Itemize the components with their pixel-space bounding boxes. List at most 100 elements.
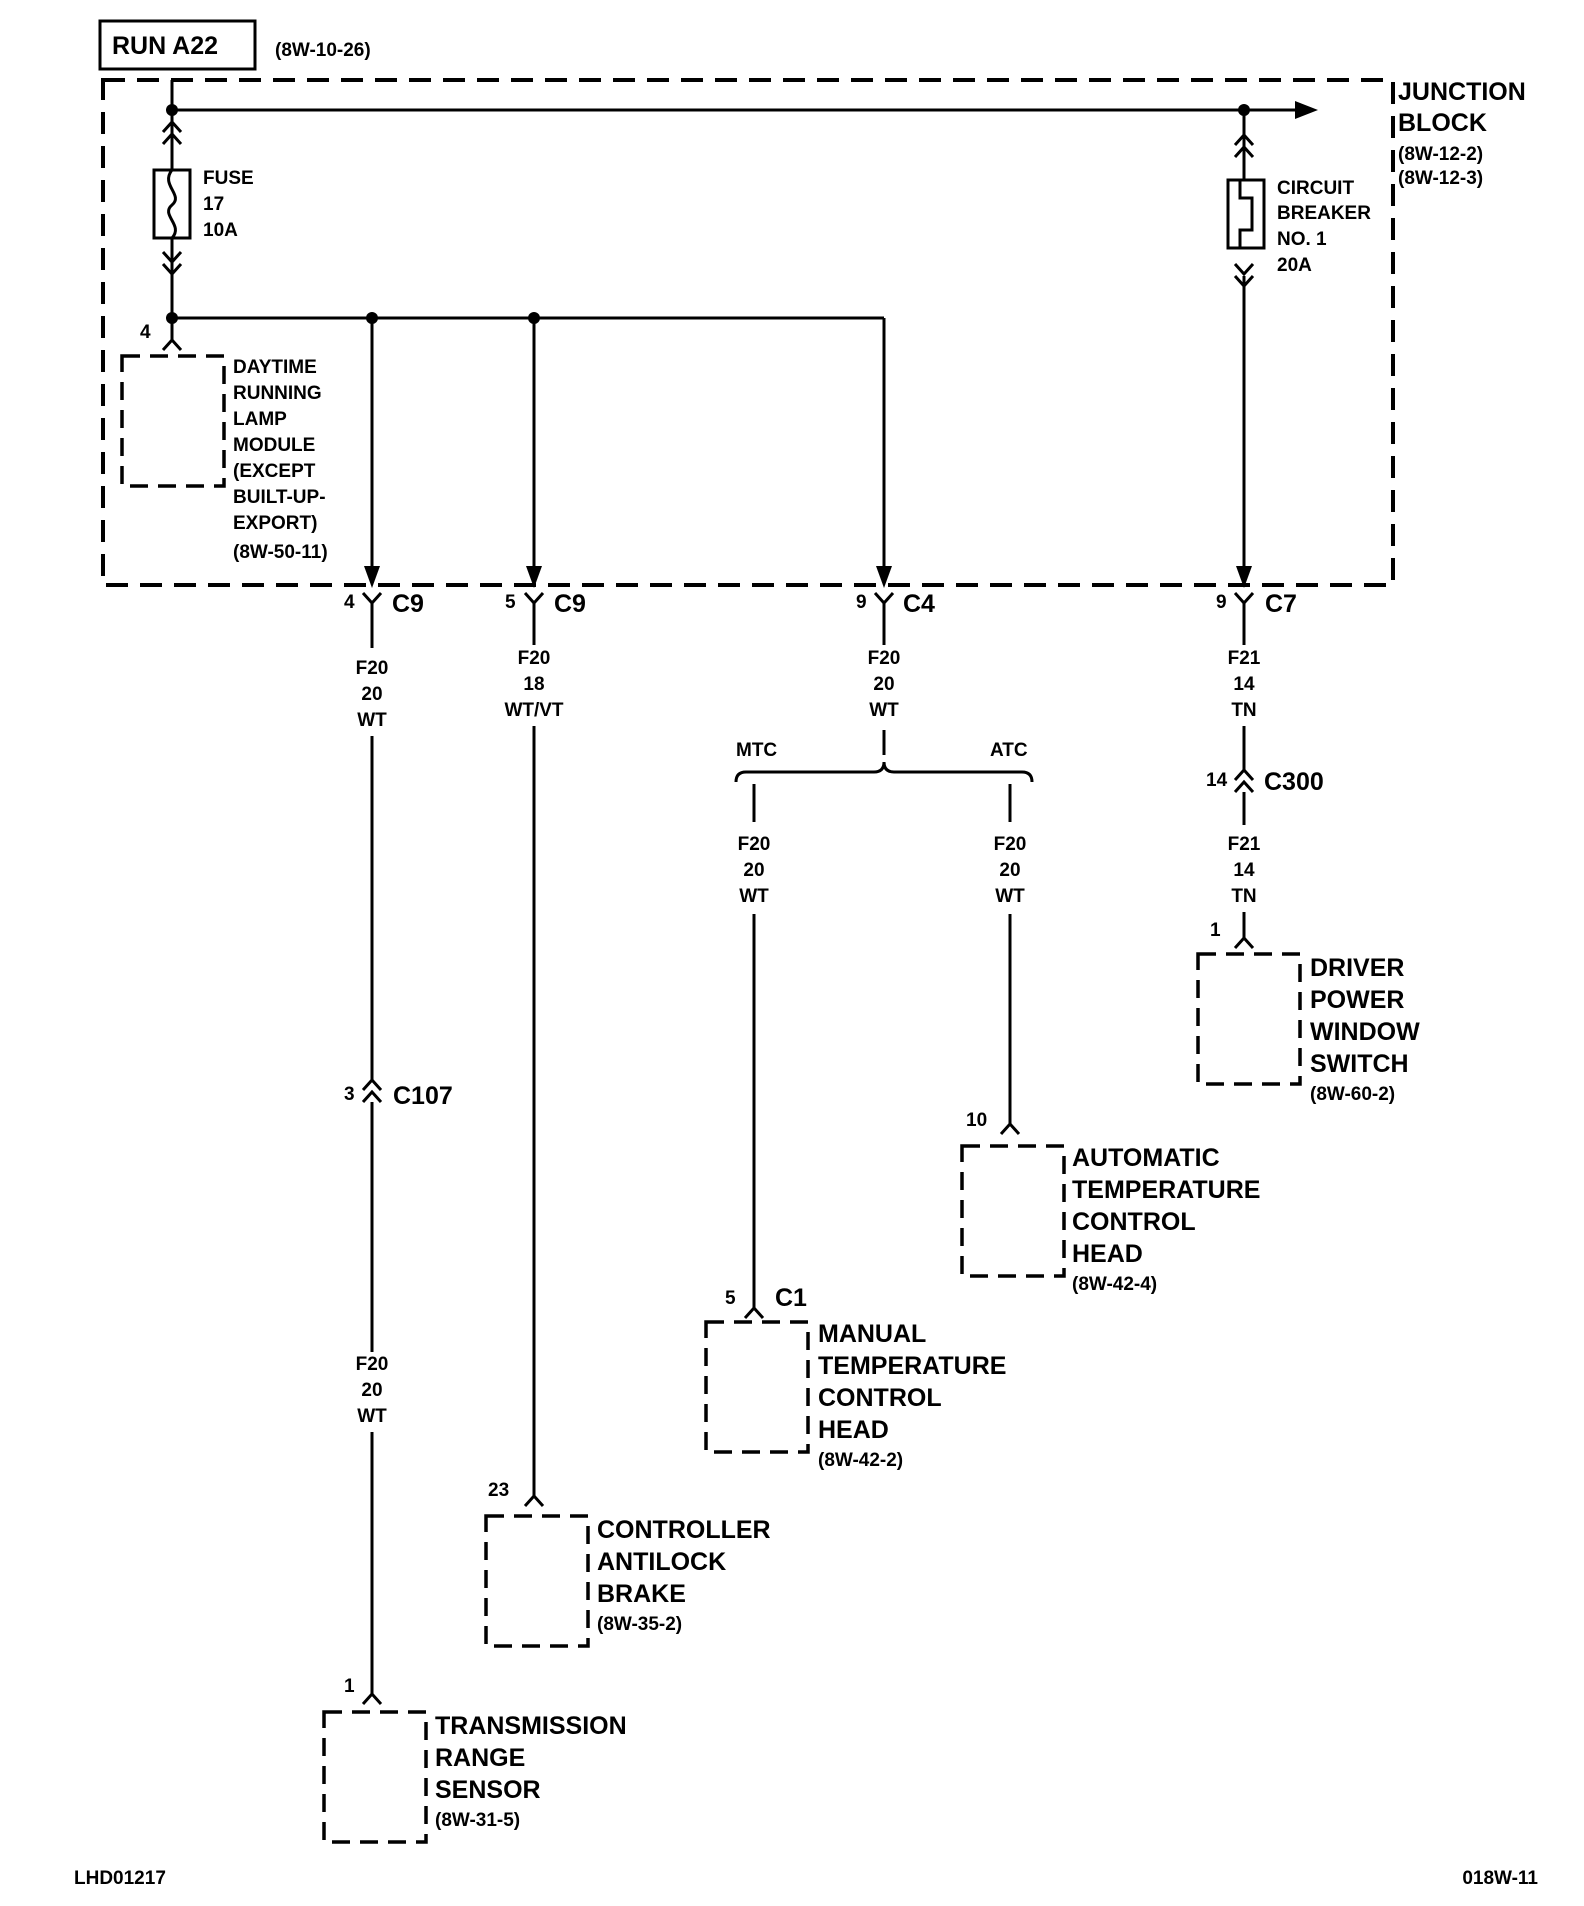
svg-text:F20: F20	[518, 648, 551, 669]
svg-text:WT: WT	[357, 710, 387, 731]
circuit-breaker-label: CIRCUIT BREAKER NO. 1 20A	[1277, 178, 1371, 276]
svg-text:WT: WT	[357, 1406, 387, 1427]
svg-text:5: 5	[505, 592, 516, 613]
svg-text:F20: F20	[738, 834, 771, 855]
svg-text:(8W-31-5): (8W-31-5)	[435, 1810, 520, 1831]
svg-text:(8W-60-2): (8W-60-2)	[1310, 1084, 1395, 1105]
connector-c1: 5 C1	[725, 1284, 807, 1320]
arrow-c4-icon	[876, 566, 892, 588]
svg-text:CONTROL: CONTROL	[1072, 1208, 1196, 1236]
svg-text:C107: C107	[393, 1082, 453, 1110]
svg-text:C7: C7	[1265, 590, 1297, 618]
svg-text:F20: F20	[356, 658, 389, 679]
run-ref: (8W-10-26)	[275, 40, 371, 61]
arrow-c9-5-icon	[526, 566, 542, 588]
run-label: RUN A22	[112, 32, 218, 60]
drl-module-label: DAYTIME RUNNING LAMP MODULE (EXCEPT BUIL…	[233, 357, 328, 563]
wire-label-w2: F20 18 WT/VT	[504, 648, 563, 721]
atc-head-box	[960, 1144, 1066, 1278]
svg-text:LAMP: LAMP	[233, 409, 287, 430]
svg-text:JUNCTION: JUNCTION	[1398, 78, 1526, 106]
wire-label-w1: F20 20 WT	[356, 658, 389, 731]
bus-arrow-icon	[1295, 101, 1318, 119]
option-split-brace	[734, 761, 1034, 783]
connector-c107: 3 C107	[344, 1077, 453, 1110]
trs-box	[322, 1710, 428, 1844]
wire-label-w4: F21 14 TN	[1228, 648, 1261, 721]
footer-left: LHD01217	[74, 1868, 166, 1889]
svg-text:POWER: POWER	[1310, 986, 1404, 1014]
driver-window-pin: 1	[1210, 920, 1221, 941]
svg-text:(8W-42-4): (8W-42-4)	[1072, 1274, 1157, 1295]
svg-text:C4: C4	[903, 590, 935, 618]
svg-text:17: 17	[203, 194, 224, 215]
svg-text:HEAD: HEAD	[818, 1416, 889, 1444]
svg-text:WT/VT: WT/VT	[504, 700, 563, 721]
abs-connector-icon	[523, 1493, 545, 1508]
svg-text:WINDOW: WINDOW	[1310, 1018, 1420, 1046]
svg-text:20: 20	[873, 674, 894, 695]
svg-text:C9: C9	[554, 590, 586, 618]
svg-text:RANGE: RANGE	[435, 1744, 525, 1772]
svg-text:20: 20	[361, 684, 382, 705]
svg-text:F20: F20	[868, 648, 901, 669]
arrow-c9-4-icon	[364, 566, 380, 588]
svg-text:14: 14	[1233, 674, 1255, 695]
svg-text:(8W-42-2): (8W-42-2)	[818, 1450, 903, 1471]
driver-window-connector-icon	[1233, 935, 1255, 950]
svg-text:F21: F21	[1228, 834, 1261, 855]
wire-label-w3-atc: F20 20 WT	[994, 834, 1027, 907]
abs-pin: 23	[488, 1480, 509, 1501]
arrow-c7-icon	[1236, 566, 1252, 588]
atc-head-label: AUTOMATIC TEMPERATURE CONTROL HEAD (8W-4…	[1072, 1144, 1260, 1295]
svg-text:9: 9	[856, 592, 867, 613]
abs-label: CONTROLLER ANTILOCK BRAKE (8W-35-2)	[597, 1516, 771, 1635]
svg-text:TN: TN	[1231, 700, 1256, 721]
svg-text:18: 18	[523, 674, 544, 695]
svg-text:C9: C9	[392, 590, 424, 618]
svg-text:DRIVER: DRIVER	[1310, 954, 1404, 982]
svg-text:BREAKER: BREAKER	[1277, 203, 1371, 224]
trs-label: TRANSMISSION RANGE SENSOR (8W-31-5)	[435, 1712, 627, 1831]
svg-text:14: 14	[1206, 770, 1228, 791]
fuse-17	[152, 110, 192, 318]
svg-text:(EXCEPT: (EXCEPT	[233, 461, 316, 482]
svg-text:AUTOMATIC: AUTOMATIC	[1072, 1144, 1220, 1172]
svg-text:14: 14	[1233, 860, 1255, 881]
svg-text:TEMPERATURE: TEMPERATURE	[1072, 1176, 1260, 1204]
footer-right: 018W-11	[1462, 1868, 1538, 1889]
circuit-breaker-1	[1226, 110, 1266, 289]
mtc-head-label: MANUAL TEMPERATURE CONTROL HEAD (8W-42-2…	[818, 1320, 1006, 1471]
svg-text:EXPORT): EXPORT)	[233, 513, 317, 534]
svg-text:9: 9	[1216, 592, 1227, 613]
svg-text:(8W-12-2): (8W-12-2)	[1398, 144, 1483, 165]
svg-text:BUILT-UP-: BUILT-UP-	[233, 487, 326, 508]
svg-text:CONTROLLER: CONTROLLER	[597, 1516, 771, 1544]
svg-text:SWITCH: SWITCH	[1310, 1050, 1409, 1078]
svg-text:20: 20	[743, 860, 764, 881]
svg-text:C300: C300	[1264, 768, 1324, 796]
wire-label-w1b: F20 20 WT	[356, 1354, 389, 1427]
svg-text:F20: F20	[994, 834, 1027, 855]
junction-block-outline	[101, 78, 1395, 587]
mtc-head-box	[704, 1320, 810, 1454]
wire-label-w4b: F21 14 TN	[1228, 834, 1261, 907]
wire-label-w3-mtc: F20 20 WT	[738, 834, 771, 907]
drl-connector-icon	[161, 337, 183, 352]
atc-connector-icon	[999, 1121, 1021, 1136]
wire-label-w3: F20 20 WT	[868, 648, 901, 721]
svg-text:3: 3	[344, 1084, 355, 1105]
split-label-mtc: MTC	[736, 740, 777, 761]
svg-text:RUNNING: RUNNING	[233, 383, 322, 404]
svg-text:5: 5	[725, 1288, 736, 1309]
run-label-box	[98, 19, 257, 71]
connector-c7: 9 C7	[1216, 590, 1297, 618]
drl-pin: 4	[140, 322, 151, 343]
svg-text:CIRCUIT: CIRCUIT	[1277, 178, 1354, 199]
svg-text:CONTROL: CONTROL	[818, 1384, 942, 1412]
svg-text:SENSOR: SENSOR	[435, 1776, 541, 1804]
svg-text:TEMPERATURE: TEMPERATURE	[818, 1352, 1006, 1380]
svg-text:DAYTIME: DAYTIME	[233, 357, 317, 378]
atc-pin: 10	[966, 1110, 987, 1131]
svg-text:20: 20	[361, 1380, 382, 1401]
